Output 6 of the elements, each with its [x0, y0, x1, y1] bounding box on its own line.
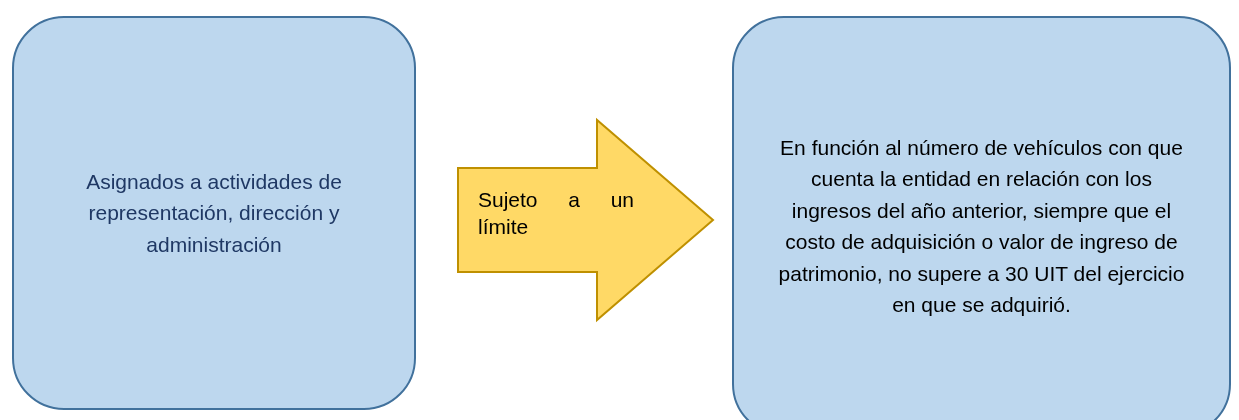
- edge-label: Sujeto a un límite: [478, 187, 634, 241]
- block-arrow: [457, 117, 715, 323]
- box-text: En función al número de vehículos con que cuenta la entidad en relación con los ingresos del año anterior, siempre que el costo de adquisición o valor de ingreso de patrimonio, no supere a 30 UIT del ejercicio en que se adquirió.: [777, 134, 1186, 318]
- rounded-box: [732, 16, 1231, 420]
- rounded-box: [12, 16, 416, 410]
- box-text: Asignados a actividades de representación, dirección y administración: [85, 168, 343, 258]
